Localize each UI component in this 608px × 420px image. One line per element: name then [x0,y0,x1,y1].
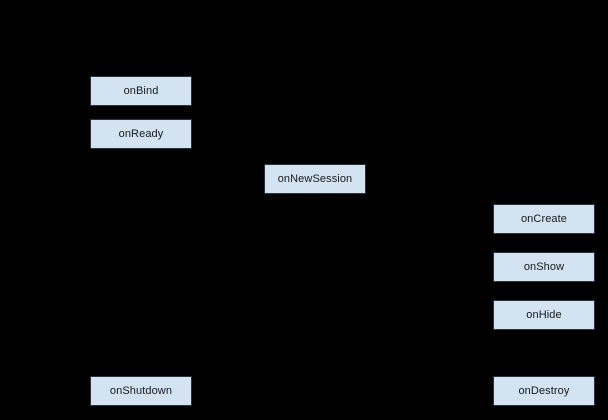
connector-onShow-to-onHide [544,282,545,300]
node-label: onNewSession [277,172,353,185]
node-label: onShow [523,260,565,273]
node-onhide[interactable]: onHide [493,300,595,330]
node-onshow[interactable]: onShow [493,252,595,282]
connector-onNewSession-to-onCreate [315,194,316,219]
node-label: onReady [118,127,164,140]
node-oncreate[interactable]: onCreate [493,204,595,234]
connector-onHide-to-onDestroy [544,330,545,376]
connector-onCreate-to-onShow [544,234,545,252]
node-onnewsession[interactable]: onNewSession [264,164,366,194]
connector-onReady-to-onShutdown [141,149,142,376]
node-label: onHide [526,308,562,321]
connector-onBind-to-onReady [141,106,142,119]
node-onbind[interactable]: onBind [90,76,192,106]
node-label: onCreate [520,212,568,225]
node-onready[interactable]: onReady [90,119,192,149]
node-ondestroy[interactable]: onDestroy [493,376,595,406]
node-label: onBind [123,84,159,97]
node-label: onDestroy [518,384,570,397]
node-onshutdown[interactable]: onShutdown [90,376,192,406]
connector-onNewSession-to-onCreate [315,219,493,220]
node-label: onShutdown [109,384,173,397]
